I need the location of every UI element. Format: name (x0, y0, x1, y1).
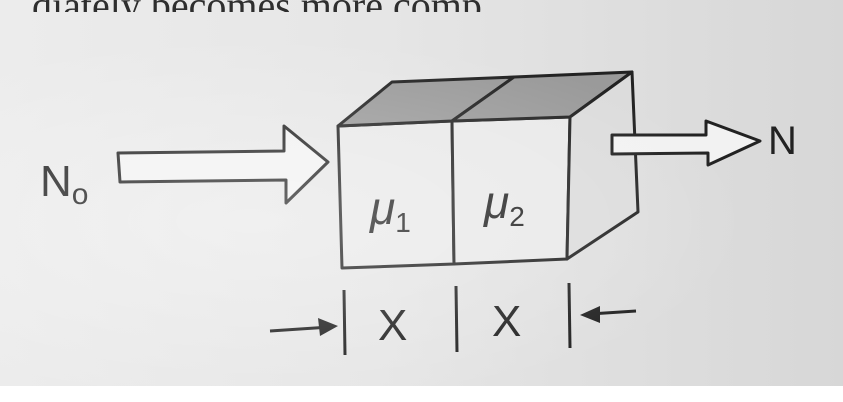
incident-arrow (116, 124, 330, 205)
layer2-front-face (450, 115, 572, 266)
layer2-subscript: 2 (509, 201, 525, 232)
transmitted-label: N (768, 119, 797, 163)
layer1-coefficient-label: μ1 (369, 182, 411, 238)
layer1-symbol: μ (369, 182, 395, 234)
block-side-face (565, 70, 640, 261)
bottom-margin (0, 386, 843, 402)
thickness-label-2: X (492, 297, 521, 346)
incident-label-main: N (40, 157, 72, 206)
incident-label-subscript: o (72, 178, 89, 211)
dimension-arrow-right (580, 306, 637, 323)
dimension-tick-left (342, 289, 347, 356)
dimension-arrow-left (269, 318, 338, 336)
layer1-front-face (336, 119, 456, 270)
dimension-tick-right (567, 282, 572, 349)
layer1-subscript: 1 (395, 207, 411, 238)
transmitted-arrow (610, 119, 762, 167)
dimension-tick-middle (454, 285, 459, 353)
thickness-label-1: X (378, 301, 407, 350)
layer2-symbol: μ (483, 176, 509, 228)
clipped-paragraph-text: diately becomes more comp (32, 0, 482, 12)
incident-label: No (40, 157, 88, 211)
layer2-coefficient-label: μ2 (483, 176, 525, 232)
